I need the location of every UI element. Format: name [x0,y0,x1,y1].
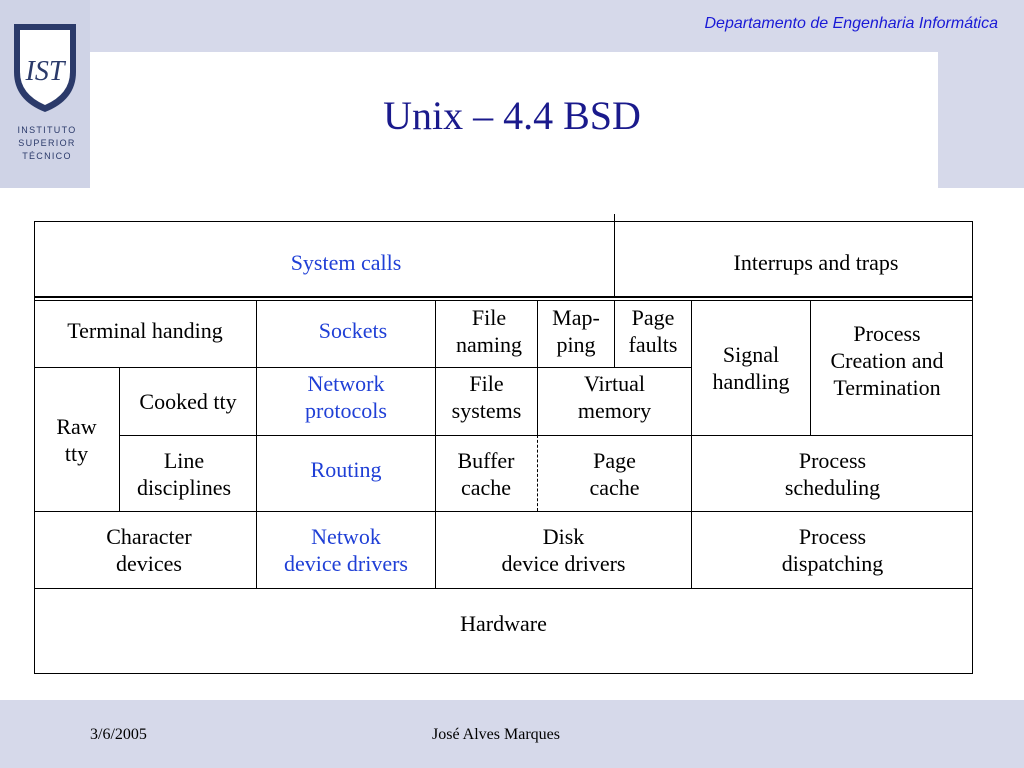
col-divider-g [810,301,811,435]
footer-bar: 3/6/2005 José Alves Marques [0,700,1024,768]
buffer-page-cache-divider [537,435,538,511]
system-calls-label: System calls [290,249,402,275]
footer-date: 3/6/2005 [90,726,147,743]
double-separator-top [34,296,973,298]
network-protocols-label: Network protocols [305,371,387,423]
double-separator-bottom [34,300,973,301]
row-separator-2 [119,435,973,436]
row-separator-3 [34,511,973,512]
footer-author: José Alves Marques [432,726,560,743]
routing-label: Routing [310,456,382,482]
col-divider-c [435,301,436,588]
process-dispatching-label: Process dispatching [781,524,884,576]
col-divider-a [256,301,257,588]
svg-text:IST: IST [25,56,67,87]
disk-device-drivers-label: Disk device drivers [501,524,626,576]
raw-tty-label: Raw tty [56,413,97,466]
logo-panel: IST INSTITUTO SUPERIOR TÉCNICO [0,0,90,188]
row-separator-1 [34,367,691,368]
header-accent-block [938,52,1024,188]
header-bar [0,0,1024,52]
row-separator-4 [34,588,973,589]
ist-shield-icon: IST [14,24,76,112]
mapping-label: Map- ping [552,305,600,357]
buffer-cache-label: Buffer cache [457,448,515,500]
hardware-label: Hardware [460,610,547,636]
cooked-tty-label: Cooked tty [139,389,237,414]
slide-title: Unix – 4.4 BSD [383,93,641,138]
sockets-label: Sockets [318,317,388,343]
col-divider-b [119,367,120,511]
department-name: Departamento de Engenharia Informática [704,15,998,32]
process-scheduling-label: Process scheduling [784,448,881,500]
line-disciplines-label: Line disciplines [136,448,232,500]
col-divider-e [614,301,615,367]
col-divider-f [691,301,692,588]
virtual-memory-label: Virtual memory [577,371,652,423]
file-naming-label: File naming [456,305,522,357]
signal-handling-label: Signal handling [712,342,790,394]
logo-wordmark: INSTITUTO SUPERIOR TÉCNICO [17,125,77,161]
page-cache-label: Page cache [589,448,640,500]
page-faults-label: Page faults [628,305,678,357]
diagram-frame [34,221,973,674]
network-device-drivers-label: Netwok device drivers [284,524,408,576]
terminal-handling-label: Terminal handing [67,317,223,343]
process-creation-label: Process Creation and Termination [830,320,944,400]
file-systems-label: File systems [451,371,522,423]
col-divider-d [537,301,538,435]
syscall-divider [614,214,615,296]
character-devices-label: Character devices [106,524,192,576]
interrupts-label: Interrups and traps [733,249,899,275]
